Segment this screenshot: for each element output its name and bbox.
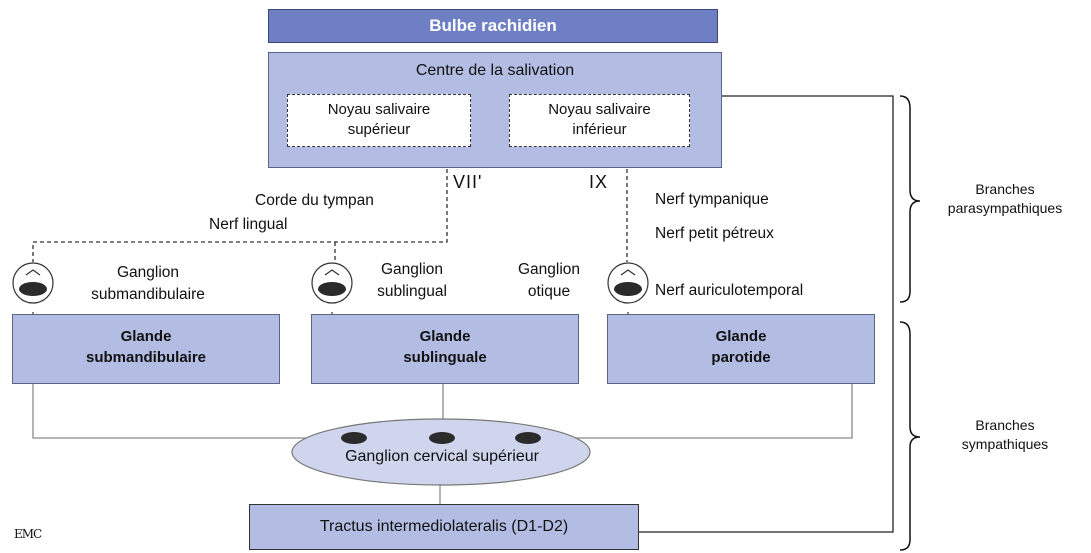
glande-submand-line1: Glande [120, 328, 172, 345]
ganglion-cervical-label: Ganglion cervical supérieur [345, 448, 539, 465]
brace-sympathetic [899, 321, 921, 551]
cervical-node-right [515, 432, 541, 444]
ganglion-icon-subling [311, 262, 353, 304]
ganglion-submand-label: Ganglion submandibulaire [58, 262, 238, 306]
ganglion-subling-line1: Ganglion [380, 261, 444, 278]
glande-subling-line1: Glande [419, 328, 471, 345]
glande-parotide-box: Glande parotide [607, 314, 875, 384]
tractus-label: Tractus intermediolateralis (D1-D2) [319, 518, 569, 535]
nerf-tympanique-label: Nerf tympanique [655, 191, 769, 208]
glande-subling-line2: sublinguale [403, 349, 487, 366]
path-vii-to-submand [32, 148, 448, 262]
ganglion-otique-label: Ganglion otique [499, 259, 599, 303]
branches-para-line1: Branches [975, 181, 1035, 197]
cervical-ganglion-shape [291, 418, 591, 486]
nerve-vii-label: VII' [453, 172, 483, 192]
glande-submandibulaire-box: Glande submandibulaire [12, 314, 280, 384]
ganglion-submand-line1: Ganglion [116, 264, 180, 281]
noyau-sup-line2: supérieur [347, 121, 411, 138]
glande-parotide-line2: parotide [711, 349, 771, 366]
glande-parotide-line1: Glande [715, 328, 767, 345]
nerf-petit-petreux-label: Nerf petit pétreux [655, 225, 774, 242]
centre-label: Centre de la salivation [415, 62, 575, 79]
ganglion-submand-line2: submandibulaire [91, 286, 205, 303]
glande-sublinguale-box: Glande sublinguale [311, 314, 579, 384]
branches-symp-line1: Branches [975, 417, 1035, 433]
branches-parasympathiques-label: Branches parasympathiques [925, 180, 1085, 218]
bulbe-title: Bulbe rachidien [268, 9, 718, 43]
noyau-superieur-box: Noyau salivaire supérieur [287, 94, 471, 147]
path-centre-to-tractus-loop [639, 95, 894, 533]
noyau-sup-line1: Noyau salivaire [327, 101, 431, 118]
ganglion-otique-line2: otique [527, 283, 571, 300]
tractus-box: Tractus intermediolateralis (D1-D2) [249, 504, 639, 550]
noyau-inf-line2: inférieur [572, 121, 627, 138]
ganglion-subling-line2: sublingual [377, 283, 447, 300]
bulbe-label: Bulbe rachidien [429, 16, 557, 35]
glande-submand-line2: submandibulaire [85, 349, 207, 366]
corde-tympan-label: Corde du tympan [255, 192, 374, 209]
nerf-auriculotemporal-label: Nerf auriculotemporal [655, 282, 804, 299]
nerf-lingual-label: Nerf lingual [209, 216, 288, 233]
ganglion-subling-label: Ganglion sublingual [358, 259, 466, 303]
ganglion-icon-submand [12, 262, 54, 304]
emc-logo: EMC [14, 527, 42, 541]
branches-sympathiques-label: Branches sympathiques [925, 416, 1085, 454]
noyau-inferieur-box: Noyau salivaire inférieur [509, 94, 690, 147]
cervical-node-left [341, 432, 367, 444]
brace-parasympathetic [899, 95, 921, 303]
branches-symp-line2: sympathiques [961, 436, 1049, 452]
branches-para-line2: parasympathiques [947, 200, 1063, 216]
ganglion-otique-line1: Ganglion [517, 261, 581, 278]
noyau-inf-line1: Noyau salivaire [548, 101, 651, 118]
cervical-node-middle [429, 432, 455, 444]
ganglion-icon-otique [607, 262, 649, 304]
nerve-ix-label: IX [589, 172, 609, 192]
